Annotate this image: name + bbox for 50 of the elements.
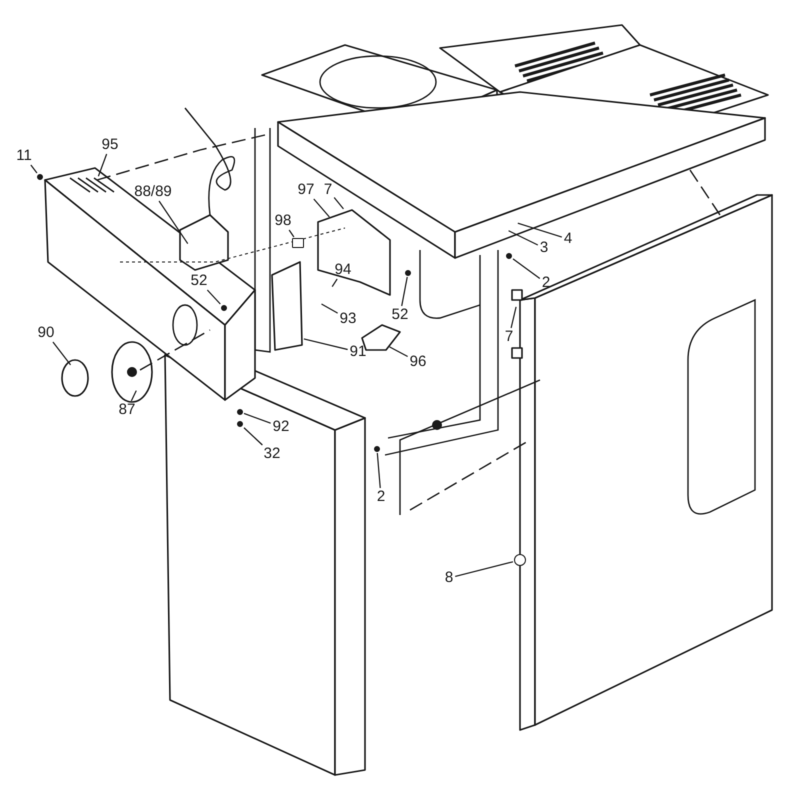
- leader-line: [510, 306, 517, 328]
- leader-line: [321, 303, 338, 314]
- callout-number: 7: [504, 329, 514, 345]
- callout-number: 94: [334, 262, 352, 278]
- leader-line: [52, 342, 72, 366]
- leader-line: [332, 278, 338, 287]
- callout-number: 4: [562, 231, 574, 247]
- leader-line: [244, 412, 271, 424]
- callout-number: 93: [338, 311, 358, 327]
- callout-number: 7: [322, 182, 334, 198]
- leader-line: [313, 198, 330, 218]
- callout-number: 96: [408, 354, 428, 370]
- leader-line: [401, 276, 408, 306]
- screw: [37, 174, 43, 180]
- leader-line: [389, 346, 408, 358]
- leader-line: [334, 197, 344, 210]
- screw: [506, 253, 512, 259]
- callout-number: 97: [296, 182, 316, 198]
- callout-number: 8: [444, 570, 454, 586]
- leader-line: [158, 200, 188, 244]
- callout-number: 3: [538, 240, 550, 256]
- leader-line: [508, 230, 538, 246]
- callout-number: 11: [15, 148, 33, 164]
- leader-line: [244, 427, 263, 446]
- leader-line: [304, 338, 348, 350]
- callout-number: 90: [36, 325, 56, 341]
- screw: [514, 554, 526, 566]
- callout-number: 32: [262, 446, 282, 462]
- callout-number: 98: [274, 213, 292, 229]
- callout-number: 52: [390, 307, 410, 323]
- callout-number: 92: [272, 419, 290, 435]
- leader-line: [288, 230, 294, 238]
- callout-number: 52: [190, 273, 208, 289]
- callout-number: 91: [348, 344, 368, 360]
- leader-line: [512, 258, 540, 279]
- connector-block: [292, 238, 304, 248]
- callout-number: 2: [540, 275, 552, 291]
- leader-line: [455, 561, 514, 578]
- leader-line: [518, 222, 562, 238]
- callout-number: 2: [376, 489, 386, 505]
- leader-line: [98, 154, 108, 176]
- screw: [405, 270, 411, 276]
- callout-number: 88/89: [133, 184, 173, 200]
- callout-number: 87: [118, 402, 136, 418]
- leader-line: [130, 390, 137, 402]
- screw: [374, 446, 380, 452]
- leader-line: [30, 164, 38, 174]
- leader-line: [206, 290, 221, 304]
- leader-line: [376, 452, 381, 488]
- callout-number: 95: [100, 137, 120, 153]
